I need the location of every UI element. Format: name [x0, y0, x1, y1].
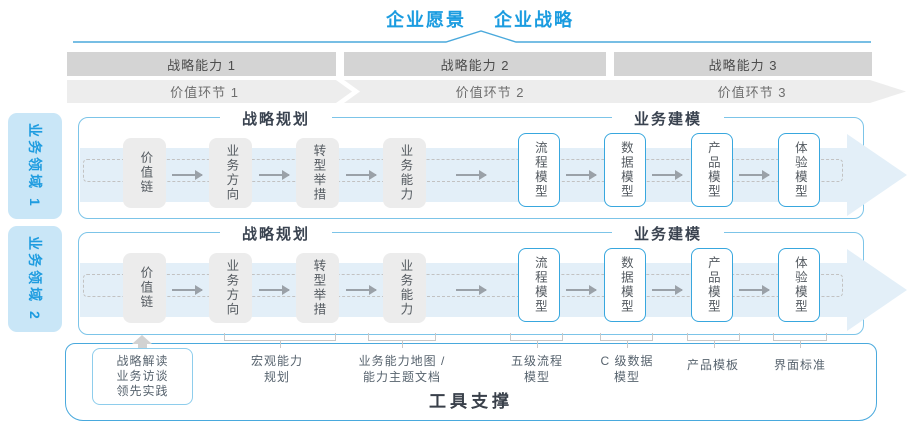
strategic-planning-title: 战略规划 [219, 223, 333, 244]
flow-arrow-icon [259, 285, 290, 295]
practice-line: 战略解读 [116, 354, 169, 368]
business-direction-box: 业务方向 [209, 253, 252, 323]
flow-arrow-icon [652, 285, 683, 295]
business-domain-1: 业务领域 1 [8, 113, 62, 219]
flow-arrow-icon [346, 285, 377, 295]
business-capability-box: 业务能力 [383, 138, 426, 208]
flow-arrow-icon [566, 285, 597, 295]
flow-arrow-icon [739, 170, 770, 180]
flow-arrow-icon [172, 285, 203, 295]
business-domain-2: 业务领域 2 [8, 226, 62, 332]
transformation-initiatives-box: 转型举措 [296, 253, 339, 323]
annotation-capability-map: 业务能力地图 / 能力主题文档 [358, 354, 446, 384]
annotation-data-model: C 级数据 模型 [600, 354, 654, 384]
flow-arrow-icon [456, 170, 487, 180]
capability-bar-1: 战略能力 1 [67, 52, 336, 76]
data-model-box: 数据模型 [604, 133, 646, 207]
value-link-chevron-3: 价值环节 3 [614, 80, 906, 103]
product-model-box: 产品模型 [691, 248, 733, 322]
dashed-track [83, 159, 843, 182]
capability-bar-label: 战略能力 1 [167, 57, 236, 73]
domain-1-panel: 战略规划 业务建模 价值链 业务方向 转型举措 业务能力 流程模型 数据模型 产… [78, 108, 907, 219]
value-chain-box: 价值链 [123, 253, 166, 323]
product-model-box: 产品模型 [691, 133, 733, 207]
capability-bar-label: 战略能力 2 [440, 57, 510, 73]
business-domain-label: 业务领域 1 [27, 123, 43, 209]
flow-arrow-icon [259, 170, 290, 180]
dashed-track [83, 274, 843, 297]
process-model-box: 流程模型 [518, 248, 560, 322]
capability-bar-label: 战略能力 3 [708, 57, 778, 73]
strategy-title: 企业战略 [494, 10, 574, 30]
annotation-process-model: 五级流程 模型 [510, 354, 564, 384]
experience-model-box: 体验模型 [778, 248, 820, 322]
business-modeling-title: 业务建模 [611, 223, 725, 244]
caret-divider-line [73, 30, 871, 43]
flow-arrow-icon [652, 170, 683, 180]
annotation-interface-standard: 界面标准 [773, 358, 827, 372]
tool-support-title: 工具支撑 [429, 392, 513, 411]
up-arrow-icon [132, 335, 152, 344]
value-link-label: 价值环节 1 [170, 85, 239, 100]
business-direction-box: 业务方向 [209, 138, 252, 208]
practice-line: 领先实践 [116, 384, 169, 398]
business-capability-box: 业务能力 [383, 253, 426, 323]
practice-box: 战略解读 业务访谈 领先实践 [92, 348, 193, 405]
bracket-connector [687, 333, 740, 348]
practice-line: 业务访谈 [116, 369, 169, 383]
page-title: 企业愿景 企业战略 [60, 6, 900, 32]
annotation-product-template: 产品模板 [686, 358, 740, 372]
value-chain-box: 价值链 [123, 138, 166, 208]
flow-arrow-icon [566, 170, 597, 180]
vision-title: 企业愿景 [386, 10, 466, 30]
experience-model-box: 体验模型 [778, 133, 820, 207]
annotation-macro-capability: 宏观能力 规划 [250, 354, 304, 384]
bracket-connector [600, 333, 653, 348]
data-model-box: 数据模型 [604, 248, 646, 322]
capability-bar-2: 战略能力 2 [344, 52, 606, 76]
value-link-label: 价值环节 2 [455, 85, 525, 100]
bracket-connector [773, 333, 827, 348]
strategic-planning-title: 战略规划 [219, 108, 333, 129]
capability-bar-3: 战略能力 3 [614, 52, 872, 76]
flow-arrow-icon [172, 170, 203, 180]
bracket-connector [510, 333, 563, 348]
value-link-chevron-2: 价值环节 2 [344, 80, 636, 103]
value-link-label: 价值环节 3 [717, 85, 787, 100]
tool-support-container: 工具支撑 [65, 343, 877, 421]
up-arrow-shaft [138, 344, 147, 350]
flow-arrow-icon [456, 285, 487, 295]
domain-2-panel: 战略规划 业务建模 价值链 业务方向 转型举措 业务能力 流程模型 数据模型 产… [78, 223, 907, 335]
flow-arrow-icon [739, 285, 770, 295]
process-model-box: 流程模型 [518, 133, 560, 207]
business-modeling-title: 业务建模 [611, 108, 725, 129]
bracket-connector [224, 333, 336, 348]
flow-arrow-icon [346, 170, 377, 180]
value-link-chevron-1: 价值环节 1 [67, 80, 352, 103]
bracket-connector [368, 333, 436, 348]
transformation-initiatives-box: 转型举措 [296, 138, 339, 208]
business-domain-label: 业务领域 2 [27, 236, 43, 322]
